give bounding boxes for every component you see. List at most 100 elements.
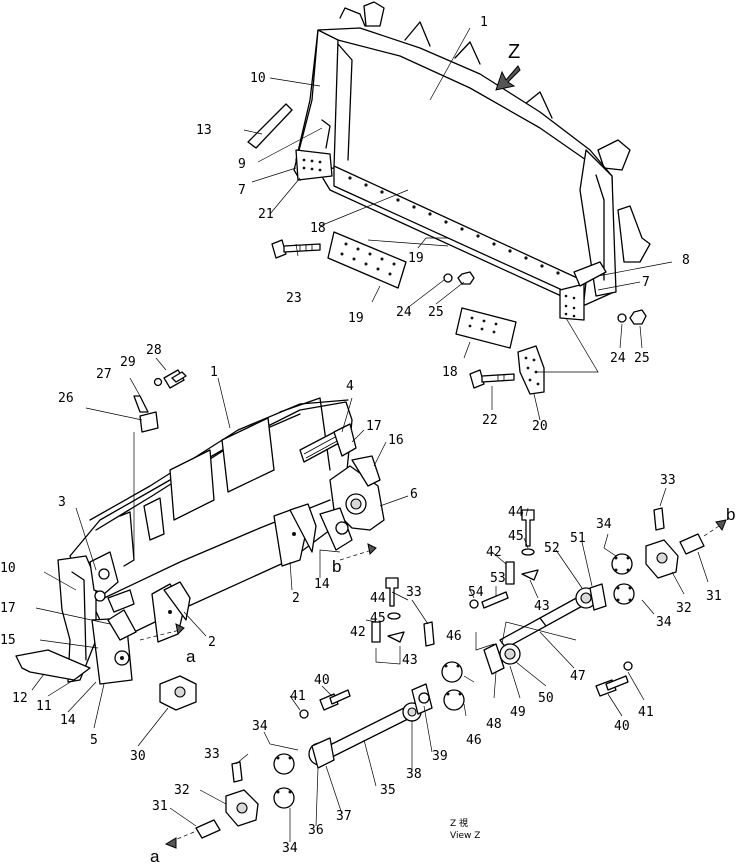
callout-24-right: 24 [610, 351, 626, 366]
washer-45-lower [387, 612, 401, 620]
callout-18-right: 18 [442, 365, 458, 380]
callout-44-upper: 44 [508, 505, 524, 520]
callout-41-lower: 41 [290, 689, 306, 704]
callout-42-lower: 42 [350, 625, 366, 640]
callout-2-left: 2 [208, 635, 216, 650]
washer-54 [469, 599, 479, 609]
callout-34-left-top: 34 [252, 719, 268, 734]
callout-53: 53 [490, 571, 506, 586]
callout-1-lower: 1 [210, 365, 218, 380]
callout-14-right: 14 [314, 577, 330, 592]
bolt-53 [481, 591, 509, 609]
callout-24-top: 24 [396, 305, 412, 320]
bolt-40-lower [319, 689, 351, 711]
arrow-a-marker-lower: a [150, 847, 160, 864]
callout-34-left-bottom: 34 [282, 841, 298, 856]
callout-45-lower: 45 [370, 611, 386, 626]
callout-32-upper: 32 [676, 601, 692, 616]
callout-35: 35 [380, 783, 396, 798]
callout-54: 54 [468, 585, 484, 600]
callout-52: 52 [544, 541, 560, 556]
callout-49: 49 [510, 705, 526, 720]
pin-42-upper [505, 561, 515, 585]
callout-48: 48 [486, 717, 502, 732]
callout-9: 9 [238, 157, 246, 172]
lower-leaders [31, 357, 409, 747]
callout-38: 38 [406, 767, 422, 782]
callout-40-right: 40 [614, 719, 630, 734]
callout-31-lower: 31 [152, 799, 168, 814]
callout-19-right: 19 [408, 251, 424, 266]
callout-5: 5 [90, 733, 98, 748]
callout-numbers: 1 10 13 9 7 21 18 23 19 19 24 25 8 7 18 … [0, 15, 722, 856]
pin-42-lower [371, 621, 381, 643]
shims-34-upper [611, 553, 635, 605]
callout-31-upper: 31 [706, 589, 722, 604]
callout-46-lower: 46 [466, 733, 482, 748]
callout-8: 8 [682, 253, 690, 268]
callout-39: 39 [432, 749, 448, 764]
callout-16: 16 [388, 433, 404, 448]
callout-12: 12 [12, 691, 28, 706]
view-z-marker: Z [508, 41, 520, 63]
callout-40-lower: 40 [314, 673, 330, 688]
shims-46 [441, 661, 465, 711]
callout-32-lower: 32 [174, 783, 190, 798]
view-z-arrow [495, 65, 521, 91]
callout-25-top: 25 [428, 305, 444, 320]
part-13-plate [247, 103, 293, 149]
bolt-23 [271, 239, 321, 259]
callout-33-lower: 33 [204, 747, 220, 762]
callout-42-upper: 42 [486, 545, 502, 560]
callout-18-top: 18 [310, 221, 326, 236]
callout-50: 50 [538, 691, 554, 706]
brace-rod-lower [308, 683, 433, 769]
callout-29: 29 [120, 355, 136, 370]
arrow-a-marker-upper: a [186, 647, 196, 666]
washer-45-upper [521, 548, 535, 556]
bolt-44-upper [521, 509, 535, 547]
part-27-clip [133, 395, 149, 413]
pin-31-upper [679, 533, 705, 555]
callout-10-lower: 10 [0, 561, 16, 576]
callout-37: 37 [336, 809, 352, 824]
callout-45-upper: 45 [508, 529, 524, 544]
part-29-washer [153, 377, 163, 387]
callout-47: 47 [570, 669, 586, 684]
part-26-pin [139, 411, 159, 433]
part-28-bolt [163, 369, 187, 389]
callout-17-left: 17 [0, 601, 16, 616]
callout-22: 22 [482, 413, 498, 428]
linkage-leaders [169, 487, 709, 842]
shims-34-left-top [273, 753, 295, 775]
callout-19-left: 19 [348, 311, 364, 326]
top-leaders [243, 27, 673, 421]
shims-34-left-bottom [273, 787, 295, 809]
callout-6: 6 [410, 487, 418, 502]
ball-joint-48-50 [483, 643, 521, 675]
clip-43-upper [521, 569, 539, 581]
callout-4: 4 [346, 379, 354, 394]
part-18-edge-right [455, 307, 517, 349]
callout-15: 15 [0, 633, 16, 648]
callout-30: 30 [130, 749, 146, 764]
callout-27: 27 [96, 367, 112, 382]
arrow-b-marker-lower: b [332, 557, 341, 576]
brace-rod-upper [499, 583, 607, 649]
bolt-22 [469, 369, 515, 389]
fitting-33-lower [231, 761, 243, 783]
nut-25-top [457, 271, 475, 285]
callout-23: 23 [286, 291, 302, 306]
callout-17-right: 17 [366, 419, 382, 434]
callout-51: 51 [570, 531, 586, 546]
part-20-end-bit [517, 345, 545, 395]
callout-34-upper: 34 [596, 517, 612, 532]
washer-24-right [617, 313, 627, 323]
washer-24-top [443, 273, 453, 283]
callout-43-upper: 43 [534, 599, 550, 614]
callout-3: 3 [58, 495, 66, 510]
lower-frame [15, 397, 385, 685]
callout-33-upper: 33 [660, 473, 676, 488]
blade-assembly [293, 1, 651, 321]
part-19-edge-left [327, 231, 407, 289]
